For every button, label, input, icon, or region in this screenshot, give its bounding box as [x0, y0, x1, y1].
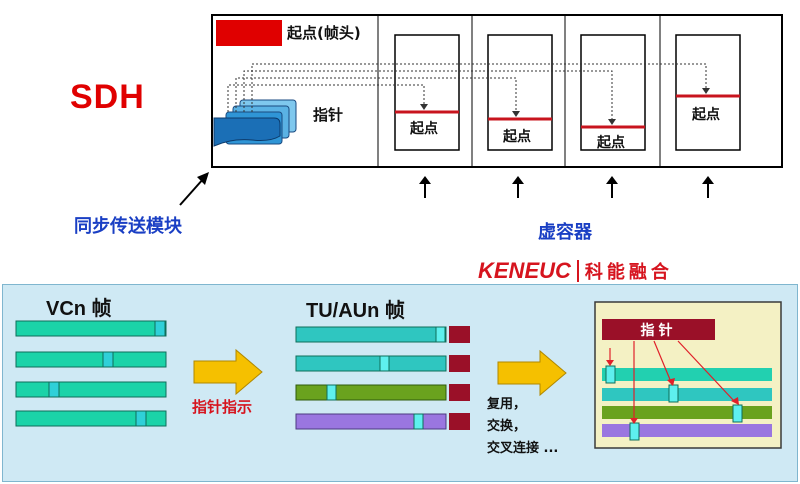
result-bar-4	[602, 424, 772, 437]
result-bar-2	[602, 388, 772, 401]
tuaun-pointer-2	[449, 355, 470, 372]
sync-module-label: 同步传送模块	[74, 216, 182, 237]
pointer-box	[602, 319, 715, 340]
tuaun-bar-3	[295, 384, 447, 401]
brand-logo: KENEUC 科能融合	[478, 258, 673, 284]
module-pointer-arrowhead	[197, 172, 209, 185]
container-start-label-1: 起点	[410, 121, 438, 137]
container-start-label-2: 起点	[503, 129, 531, 145]
up-arrowheads	[419, 176, 714, 184]
container-start-label-4: 起点	[692, 107, 720, 123]
pointer-box-label: 指针	[640, 322, 677, 339]
pointer-stack-icon	[213, 99, 297, 147]
virtual-container-label: 虚容器	[538, 222, 592, 243]
vcn-marker-3	[48, 381, 60, 398]
tuaun-bar-1	[295, 326, 447, 343]
brand-separator	[576, 260, 579, 282]
vcn-bar-4	[15, 410, 167, 427]
container-start-label-3: 起点	[597, 135, 625, 151]
tuaun-bar-2	[295, 355, 447, 372]
module-pointer-line	[179, 177, 205, 206]
vcn-marker-4	[135, 410, 147, 427]
frame-header-block	[216, 20, 282, 46]
tuaun-frames	[295, 326, 470, 430]
pointer-paths	[227, 63, 707, 123]
tuaun-pointer-3	[449, 384, 470, 401]
result-bar-1	[602, 368, 772, 381]
vcn-bar-2	[15, 351, 167, 368]
tuaun-bar-4	[295, 413, 447, 430]
result-bar-3	[602, 406, 772, 419]
sdh-title: SDH	[70, 78, 145, 116]
virtual-container-3	[580, 34, 646, 151]
result-pointer-arrows	[609, 340, 736, 421]
yellow-arrow-1	[193, 348, 263, 396]
result-marker-3	[732, 404, 743, 423]
tuaun-pointer-4	[449, 413, 470, 430]
tuaun-pointer-1	[449, 326, 470, 343]
vcn-frame-label: VCn 帧	[46, 298, 112, 320]
tuaun-frame-label: TU/AUn 帧	[306, 300, 405, 322]
result-marker-4	[629, 422, 640, 441]
result-marker-2	[668, 384, 679, 403]
sdh-frame-diagram	[179, 14, 783, 206]
virtual-container-4	[675, 34, 741, 151]
vcn-frames	[15, 320, 167, 427]
pointer-label: 指针	[313, 106, 344, 124]
virtual-container-1	[394, 34, 460, 151]
yellow-arrow-2	[497, 349, 567, 397]
up-arrows	[424, 182, 709, 198]
operation-switch: 交换，	[487, 419, 527, 434]
operations-list: 复用， 交换， 交叉连接 ...	[487, 394, 558, 460]
vcn-marker-1	[154, 320, 166, 337]
lower-diagram	[15, 301, 782, 449]
vcn-bar-1	[15, 320, 167, 337]
operation-crossconnect: 交叉连接 ...	[487, 441, 559, 456]
result-pointer-arrowheads	[606, 360, 739, 424]
result-marker-1	[605, 365, 616, 384]
vcn-bar-3	[15, 381, 167, 398]
brand-en: KENEUC	[478, 258, 571, 283]
start-header-label: 起点(帧头)	[287, 24, 361, 42]
operation-multiplex: 复用，	[487, 397, 527, 412]
pointer-indication-label: 指针指示	[192, 398, 253, 416]
pointer-arrowheads	[420, 88, 710, 125]
vcn-marker-2	[102, 351, 114, 368]
virtual-container-2	[487, 34, 553, 151]
brand-cn: 科能融合	[584, 262, 673, 283]
